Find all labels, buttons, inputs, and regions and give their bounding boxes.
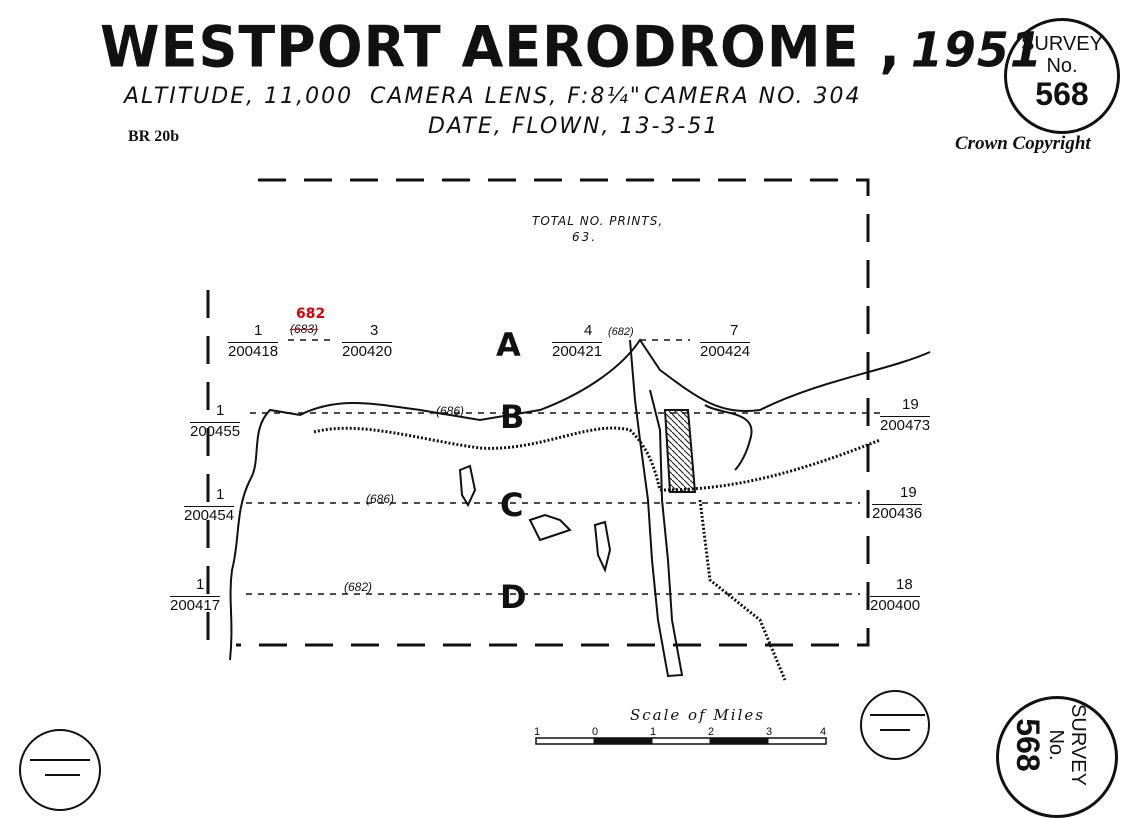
run-b-start-photo: 200455 [190, 422, 241, 440]
river-mouth [629, 339, 641, 441]
title-text: WESTPORT AERODROME , [100, 14, 901, 81]
railway-east [659, 438, 881, 492]
run-a1-end-frame: 3 [370, 322, 379, 339]
stamp-number: 568 [1035, 76, 1089, 112]
run-d-note: (682) [344, 580, 373, 594]
flight-lines [246, 339, 880, 595]
run-a-letter: A [496, 326, 521, 364]
logo-right-ring [860, 690, 930, 760]
run-a1-end-photo: 200420 [342, 342, 393, 360]
run-c-end-photo: 200436 [872, 504, 923, 522]
total-prints-label: TOTAL NO. PRINTS, [532, 214, 664, 228]
run-a1-note: (683) [290, 322, 319, 336]
scale-tick-4: 2 [708, 726, 715, 738]
run-c-start-frame: 1 [216, 486, 225, 503]
aerial-mapping-logo-left [19, 729, 101, 811]
reference-label: BR 20b [128, 128, 180, 145]
run-b-start-frame: 1 [216, 402, 225, 419]
date-flown-label: DATE, FLOWN, 13-3-51 [428, 114, 720, 139]
run-c-end-frame: 19 [900, 484, 917, 501]
scale-bar-fill-1 [593, 737, 653, 745]
run-a1-correction: 682 [296, 306, 326, 322]
copyright-label: Crown Copyright [955, 133, 1091, 154]
run-b-end-photo: 200473 [880, 416, 931, 434]
lakes [458, 464, 612, 573]
survey-stamp-top: SURVEY No. 568 [1004, 18, 1120, 134]
run-a2-end-photo: 200424 [700, 342, 751, 360]
aerodrome-runway [663, 409, 697, 493]
run-a2-start-photo: 200421 [552, 342, 603, 360]
scale-tick-1: 1 [534, 726, 541, 738]
camera-lens-label: CAMERA LENS, F:8¼" [370, 84, 642, 109]
coastline [229, 338, 931, 678]
run-c-letter: C [500, 486, 524, 524]
aerial-mapping-logo-right [860, 690, 930, 760]
railway-west [313, 426, 662, 491]
scale-bar-fill-2 [709, 737, 769, 745]
railway-south [698, 499, 787, 681]
run-a2-note: (682) [608, 326, 634, 338]
run-a1-start-photo: 200418 [228, 342, 279, 360]
scale-tick-3: 1 [650, 726, 657, 738]
stamp-survey-label: SURVEY [1021, 33, 1103, 55]
logo-left-wings [30, 759, 90, 776]
scale-tick-5: 3 [766, 726, 773, 738]
run-d-start-photo: 200417 [170, 596, 221, 614]
camera-number-label: CAMERA NO. 304 [644, 84, 862, 109]
stamp-no-label: No. [1046, 55, 1078, 77]
run-d-start-frame: 1 [196, 576, 205, 593]
run-a2-end-frame: 7 [730, 322, 739, 339]
logo-right-wings [870, 714, 925, 731]
coast-line [229, 338, 931, 661]
run-d-end-photo: 200400 [870, 596, 921, 614]
lake-2 [528, 513, 572, 542]
scale-label: Scale of Miles [630, 706, 765, 724]
run-b-note: (686) [436, 404, 465, 418]
run-c-start-photo: 200454 [184, 506, 235, 524]
run-c-note: (686) [366, 492, 395, 506]
logo-left-ring [19, 729, 101, 811]
total-prints-value: 63. [572, 230, 598, 244]
scale-bar [535, 737, 827, 745]
lake-1 [458, 464, 477, 508]
run-d-letter: D [500, 578, 527, 616]
scale-tick-6: 4 [820, 726, 827, 738]
run-a2-start-frame: 4 [584, 322, 593, 339]
altitude-label: ALTITUDE, 11,000 [124, 84, 354, 109]
run-a1-start-frame: 1 [254, 322, 263, 339]
run-b-letter: B [500, 398, 525, 436]
buller-river [639, 389, 684, 678]
railway-lines [313, 426, 881, 681]
run-d-end-frame: 18 [896, 576, 913, 593]
run-b-end-frame: 19 [902, 396, 919, 413]
scale-bar-rect [535, 737, 827, 745]
scale-tick-2: 0 [592, 726, 599, 738]
lake-3 [593, 520, 612, 573]
lagoon [704, 404, 753, 471]
